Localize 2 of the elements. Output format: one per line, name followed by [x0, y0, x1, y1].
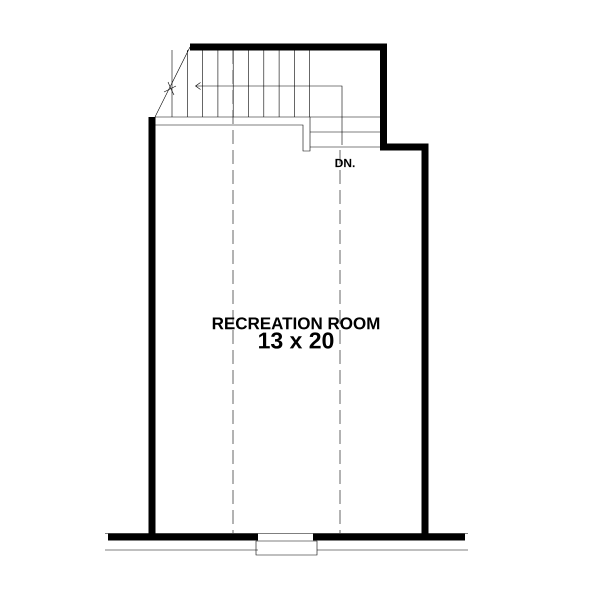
room-label: RECREATION ROOM 13 x 20 — [212, 317, 380, 349]
stair-label: DN. — [335, 158, 354, 168]
